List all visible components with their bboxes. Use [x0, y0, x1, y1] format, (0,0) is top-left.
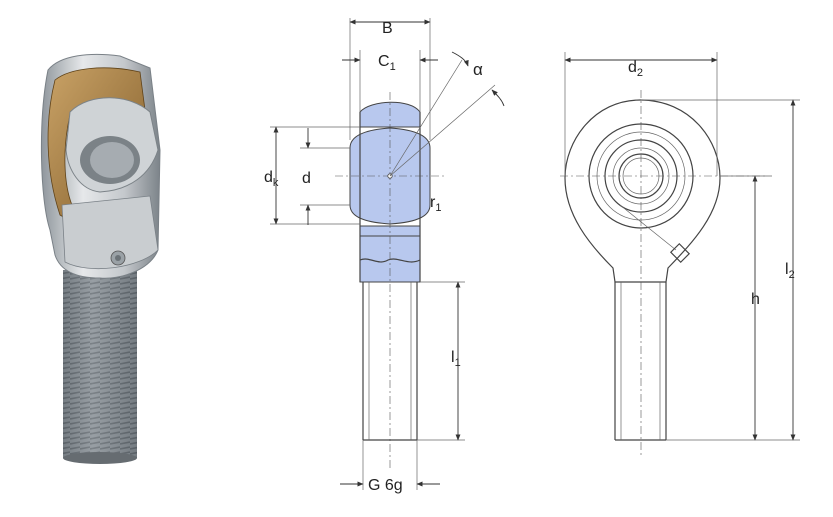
label-alpha: α: [473, 60, 483, 79]
label-C1: C1: [378, 53, 396, 73]
label-r1: r1: [430, 194, 441, 214]
label-d2: d2: [628, 59, 643, 79]
label-l1: l1: [451, 349, 461, 369]
label-l2: l2: [785, 261, 795, 281]
label-dk: dk: [264, 169, 279, 189]
side-thread: [362, 282, 418, 441]
label-h: h: [751, 291, 760, 308]
label-thread: G 6g: [368, 477, 403, 494]
liner: [47, 67, 153, 227]
front-view-drawing: d2 h l2: [560, 52, 800, 455]
label-d: d: [302, 170, 311, 187]
front-housing: [564, 99, 721, 283]
rod-end-3d-render: [40, 53, 161, 464]
front-lube-nipple: [669, 242, 691, 264]
side-view-drawing: B C1 α dk d r1 l1 G 6g: [264, 18, 505, 494]
label-B: B: [382, 20, 393, 37]
